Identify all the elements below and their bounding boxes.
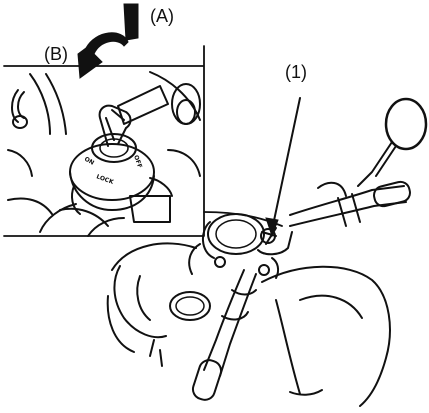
ignition-switch-body [70, 144, 154, 200]
grip-right [372, 180, 412, 208]
ignition-marking-off: OFF [132, 154, 143, 169]
ignition-marking-lock: LOCK [95, 173, 114, 186]
label-a: (A) [150, 6, 174, 26]
mirror-stem [358, 142, 392, 186]
handlebar-right [290, 186, 404, 215]
label-part-1: (1) [285, 62, 307, 82]
motorcycle-illustration [108, 99, 426, 406]
label-b: (B) [44, 44, 68, 64]
leader-arrow [266, 98, 300, 236]
fuel-tank [262, 267, 390, 406]
rotation-arrow [78, 33, 128, 78]
front-fender [112, 243, 196, 270]
push-arrow [124, 4, 138, 40]
ignition-inset: ON OFF LOCK [4, 4, 282, 236]
ignition-marking-on: ON [83, 156, 95, 167]
